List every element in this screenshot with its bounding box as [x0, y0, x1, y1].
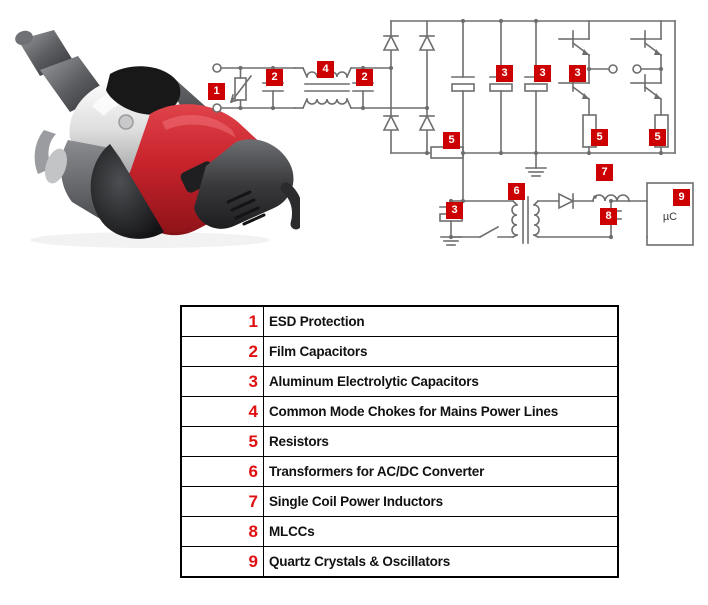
legend-label: Transformers for AC/DC Converter — [263, 456, 618, 487]
table-row: 4 Common Mode Chokes for Mains Power Lin… — [181, 396, 618, 427]
table-row: 5 Resistors — [181, 426, 618, 457]
legend-table-body: 1 ESD Protection 2 Film Capacitors 3 Alu… — [181, 306, 618, 577]
callout-badge-6: 6 — [509, 184, 524, 199]
legend-number: 7 — [181, 486, 264, 517]
legend-number: 1 — [181, 306, 264, 337]
motor-tail — [194, 139, 294, 229]
callout-badge-1: 1 — [209, 84, 224, 99]
callout-badge-4: 4 — [318, 62, 333, 77]
table-row: 6 Transformers for AC/DC Converter — [181, 456, 618, 487]
legend-number: 4 — [181, 396, 264, 427]
angle-grinder-photo — [0, 18, 300, 248]
callout-badge-2a: 2 — [267, 70, 282, 85]
callout-badge-3a: 3 — [497, 66, 512, 81]
legend-label: Common Mode Chokes for Mains Power Lines — [263, 396, 618, 427]
table-row: 7 Single Coil Power Inductors — [181, 486, 618, 517]
vent-slots — [226, 190, 266, 226]
spindle-cap — [106, 66, 181, 115]
legend-label: Single Coil Power Inductors — [263, 486, 618, 517]
table-row: 1 ESD Protection — [181, 306, 618, 337]
cutting-disc — [90, 144, 164, 239]
legend-number: 2 — [181, 336, 264, 367]
callout-badge-3b: 3 — [535, 66, 550, 81]
table-row: 3 Aluminum Electrolytic Capacitors — [181, 366, 618, 397]
table-row: 8 MLCCs — [181, 516, 618, 547]
legend-number: 6 — [181, 456, 264, 487]
legend-label: Resistors — [263, 426, 618, 457]
legend-number: 8 — [181, 516, 264, 547]
legend-number: 3 — [181, 366, 264, 397]
callout-badge-5c: 5 — [650, 130, 665, 145]
legend-number: 5 — [181, 426, 264, 457]
legend-label: Quartz Crystals & Oscillators — [263, 546, 618, 577]
guard-bracket — [34, 130, 56, 174]
callout-badge-2b: 2 — [357, 70, 372, 85]
circuit-schematic: µC 1 2 4 2 5 3 3 3 5 5 7 3 6 8 9 — [195, 5, 708, 260]
callout-badge-7: 7 — [597, 165, 612, 180]
callout-badge-3d: 3 — [447, 203, 462, 218]
legend-label: ESD Protection — [263, 306, 618, 337]
table-row: 9 Quartz Crystals & Oscillators — [181, 546, 618, 577]
callout-badge-9: 9 — [674, 190, 689, 205]
power-cable — [280, 182, 300, 230]
legend-label: MLCCs — [263, 516, 618, 547]
callout-badge-5a: 5 — [444, 133, 459, 148]
callout-badge-3c: 3 — [570, 66, 585, 81]
mcu-label: µC — [663, 211, 677, 223]
legend-table: 1 ESD Protection 2 Film Capacitors 3 Alu… — [181, 306, 618, 577]
table-row: 2 Film Capacitors — [181, 336, 618, 367]
legend-label: Film Capacitors — [263, 336, 618, 367]
dc-link-caps — [451, 18, 548, 156]
transistor-leg-1 — [558, 20, 618, 156]
callout-badge-5b: 5 — [592, 130, 607, 145]
legend-number: 9 — [181, 546, 264, 577]
legend-label: Aluminum Electrolytic Capacitors — [263, 366, 618, 397]
callout-badge-8: 8 — [601, 209, 616, 224]
component-legend-table: 1 ESD Protection 2 Film Capacitors 3 Alu… — [180, 305, 619, 578]
